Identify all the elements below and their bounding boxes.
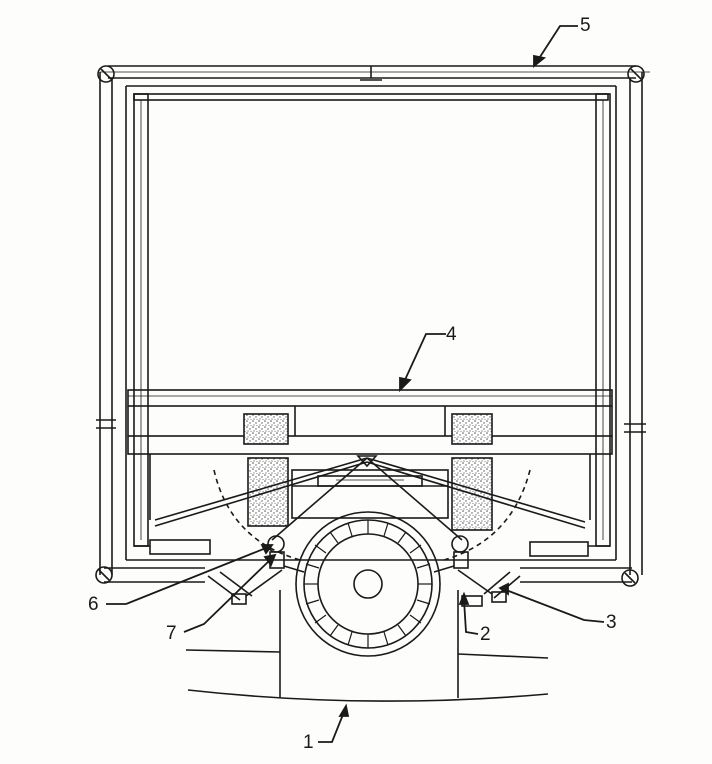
- sash-foot-right: [529, 541, 589, 557]
- swing-arc-left: [213, 469, 301, 561]
- callout-4: 4: [446, 324, 457, 345]
- tie-rods: [154, 455, 586, 541]
- inner-frame: [125, 85, 617, 561]
- cross-beam: [127, 389, 613, 520]
- sash-foot-left: [149, 539, 211, 555]
- leader-lines: [106, 25, 605, 743]
- callout-3: 3: [606, 612, 617, 633]
- base-column: [185, 590, 549, 702]
- callout-1: 1: [303, 732, 314, 753]
- motor-housing: [291, 469, 449, 519]
- drum-wheel: [295, 511, 441, 657]
- swing-arc-right: [443, 469, 531, 561]
- callout-6: 6: [88, 594, 99, 615]
- callout-5: 5: [580, 15, 591, 36]
- callout-2: 2: [480, 624, 491, 645]
- counterweight-left: [243, 413, 289, 445]
- callout-7: 7: [166, 623, 177, 644]
- counterweight-left-lower: [247, 457, 289, 527]
- outer-frame: [95, 65, 650, 587]
- counterweight-right: [451, 413, 493, 445]
- pulley-left: [267, 535, 285, 553]
